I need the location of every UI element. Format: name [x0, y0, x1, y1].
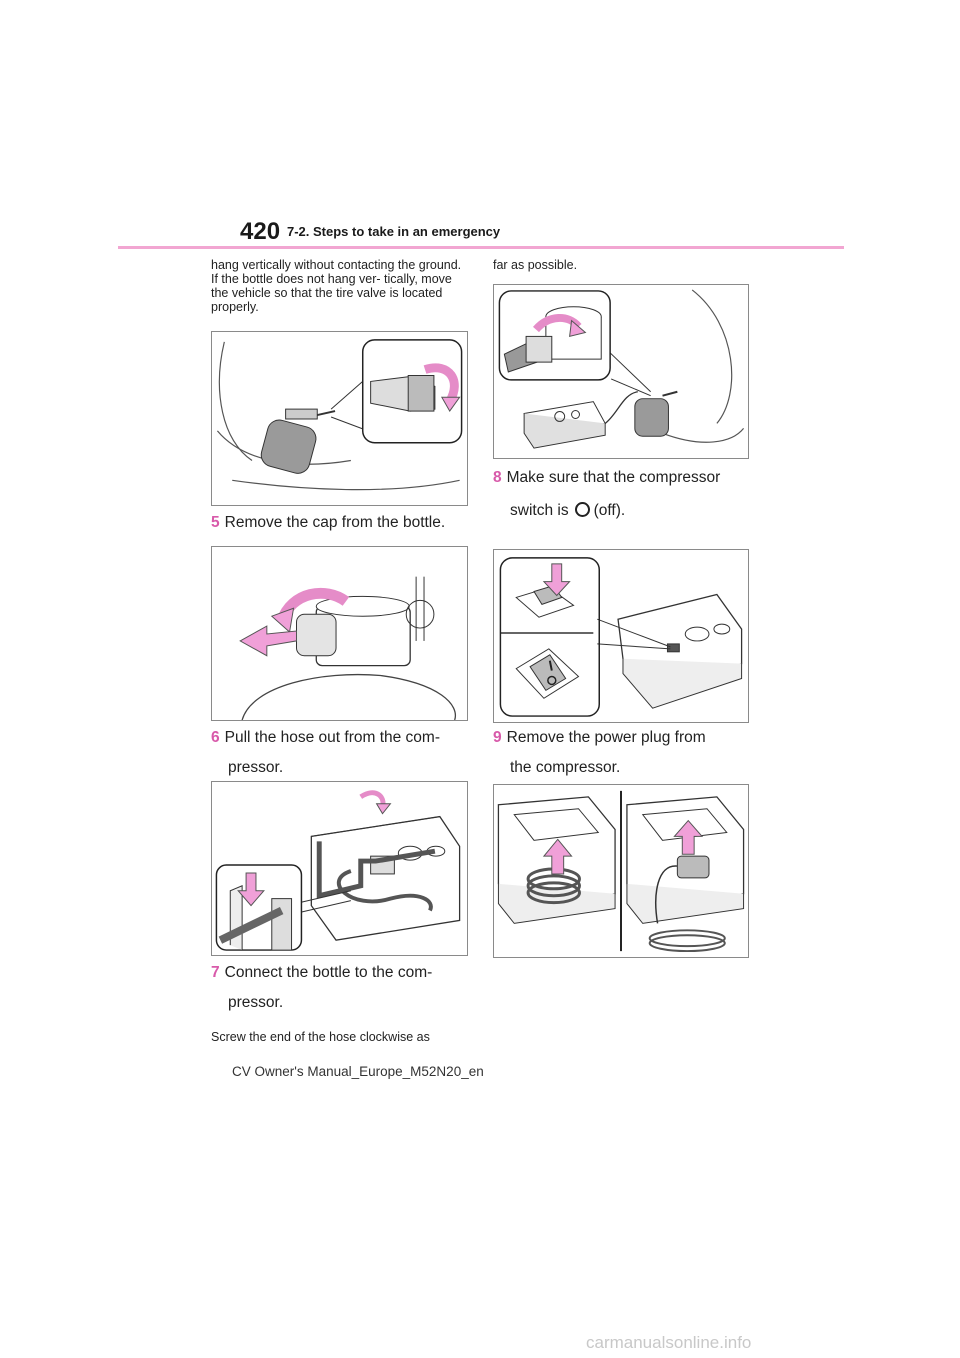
step-9-number: 9	[493, 729, 502, 746]
figure-connect-bottle	[493, 284, 749, 459]
watermark: carmanualsonline.info	[586, 1333, 752, 1352]
step-8-line1: Make sure that the compressor	[506, 469, 721, 486]
step-9-line2: the compressor.	[510, 759, 621, 776]
step-9-line1: Remove the power plug from	[506, 729, 706, 746]
remove-cap-illustration	[239, 576, 457, 720]
continuation-text: far as possible.	[493, 258, 578, 272]
remove-plug-illustration	[497, 790, 745, 953]
page-number: 420	[240, 218, 281, 245]
step-7-line2: pressor.	[228, 994, 284, 1011]
footer-text: CV Owner's Manual_Europe_M52N20_en	[232, 1064, 484, 1079]
step-7-note: Screw the end of the hose clockwise as	[211, 1030, 430, 1044]
off-symbol-icon	[574, 502, 590, 517]
figure-bottle-valve	[211, 331, 468, 506]
step-8-line2: switch is (off).	[493, 493, 758, 526]
step-7-line1: Connect the bottle to the com-	[224, 964, 433, 981]
figure-remove-cap	[211, 546, 468, 721]
step-7-number: 7	[211, 964, 220, 981]
step-8-number: 8	[493, 469, 502, 486]
pull-hose-illustration	[215, 790, 461, 951]
step-6-number: 6	[211, 729, 220, 746]
step-8-line2-post: (off).	[593, 502, 626, 519]
figure-remove-plug	[493, 784, 749, 958]
section-title: 7-2. Steps to take in an emergency	[287, 224, 501, 239]
header-rule	[118, 246, 844, 249]
step-5-number: 5	[211, 514, 220, 531]
step-8-line2-pre: switch is	[510, 502, 569, 519]
step-6-line1: Pull the hose out from the com-	[224, 729, 441, 746]
step-6-line2: pressor.	[228, 759, 284, 776]
step-5-text: Remove the cap from the bottle.	[224, 514, 446, 531]
compressor-switch-illustration	[499, 557, 743, 717]
bottle-valve-illustration	[216, 339, 463, 491]
figure-compressor-switch	[493, 549, 749, 723]
connect-bottle-illustration	[498, 289, 745, 449]
figure-pull-hose	[211, 781, 468, 956]
intro-text: hang vertically without contacting the g…	[211, 258, 462, 314]
